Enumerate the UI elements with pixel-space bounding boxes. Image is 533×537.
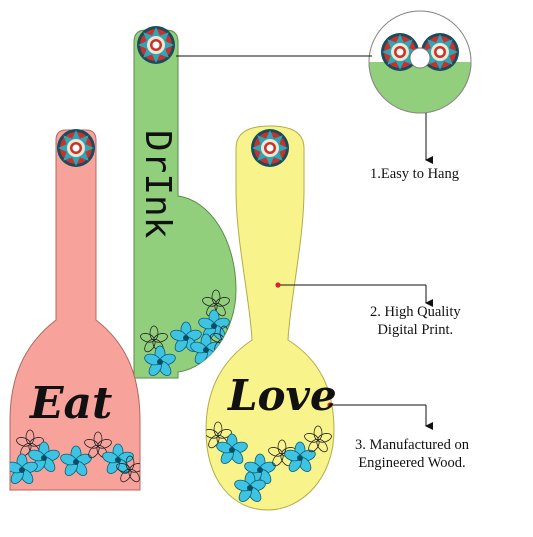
- feature-2-line-1: 2. High Quality: [370, 304, 461, 320]
- callout-dot-icon: [275, 282, 281, 288]
- feature-digital-print: 2. High Quality Digital Print.: [370, 303, 461, 339]
- feature-3-line-1: 3. Manufactured on: [355, 437, 469, 453]
- love-board: [205, 125, 335, 511]
- eat-board: [9, 129, 141, 491]
- callout-lines: [176, 55, 433, 430]
- drink-word: DrInk: [137, 130, 178, 239]
- feature-2-line-2: Digital Print.: [377, 322, 454, 338]
- love-word: Love: [227, 371, 337, 420]
- drink-board: [133, 26, 237, 379]
- feature-easy-to-hang: 1.Easy to Hang: [370, 165, 459, 183]
- feature-engineered-wood: 3. Manufactured on Engineered Wood.: [355, 436, 469, 472]
- feature-3-line-2: Engineered Wood.: [358, 455, 466, 471]
- hanging-detail-view: [368, 10, 472, 114]
- eat-word: Eat: [28, 378, 112, 429]
- feature-1-line-1: 1.Easy to Hang: [370, 166, 459, 182]
- callout-dot-icon: [327, 402, 333, 408]
